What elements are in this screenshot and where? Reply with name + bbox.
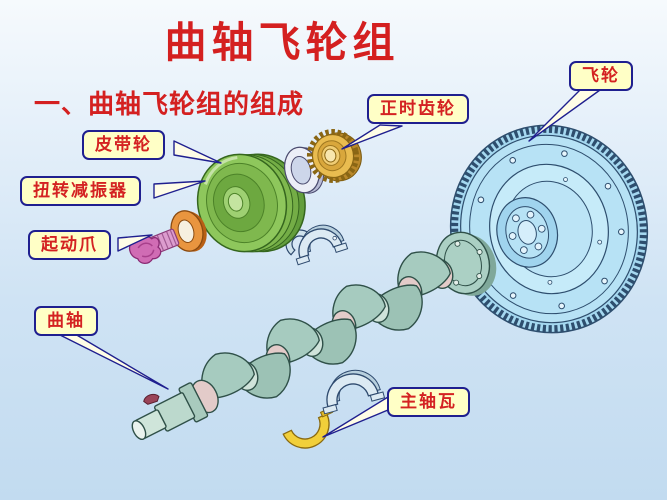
label-flywheel: 飞轮 xyxy=(569,61,633,92)
timing-gear-leader xyxy=(341,124,403,150)
label-timing-gear: 正时齿轮 xyxy=(367,94,469,125)
label-main-bearing-shell: 主轴瓦 xyxy=(387,387,470,418)
belt-pulley-drawing xyxy=(196,153,306,253)
flywheel-hub xyxy=(496,197,559,268)
callout-leader-lines xyxy=(55,89,601,438)
label-crankshaft: 曲轴 xyxy=(34,306,98,337)
label-belt-pulley: 皮带轮 xyxy=(82,130,165,161)
crankshaft-drawing xyxy=(131,231,497,441)
crankshaft-leader xyxy=(55,332,169,390)
label-torsional-damper: 扭转减振器 xyxy=(20,176,141,207)
woodruff-key-drawing xyxy=(143,393,160,405)
page-title: 曲轴飞轮组 xyxy=(164,21,400,67)
belt-pulley-leader xyxy=(173,140,222,164)
crankshaft-nose xyxy=(131,379,219,441)
starting-claw-drawing xyxy=(128,210,207,264)
starting-claw-leader xyxy=(117,234,153,252)
lower-bearing-shells-drawing xyxy=(282,369,386,449)
label-starting-claw: 起动爪 xyxy=(28,230,111,261)
torsional-damper-leader xyxy=(153,180,206,199)
flywheel-drawing xyxy=(449,124,649,334)
section-heading: 一、曲轴飞轮组的组成 xyxy=(34,90,305,119)
upper-bearing-shells-drawing xyxy=(285,224,349,266)
